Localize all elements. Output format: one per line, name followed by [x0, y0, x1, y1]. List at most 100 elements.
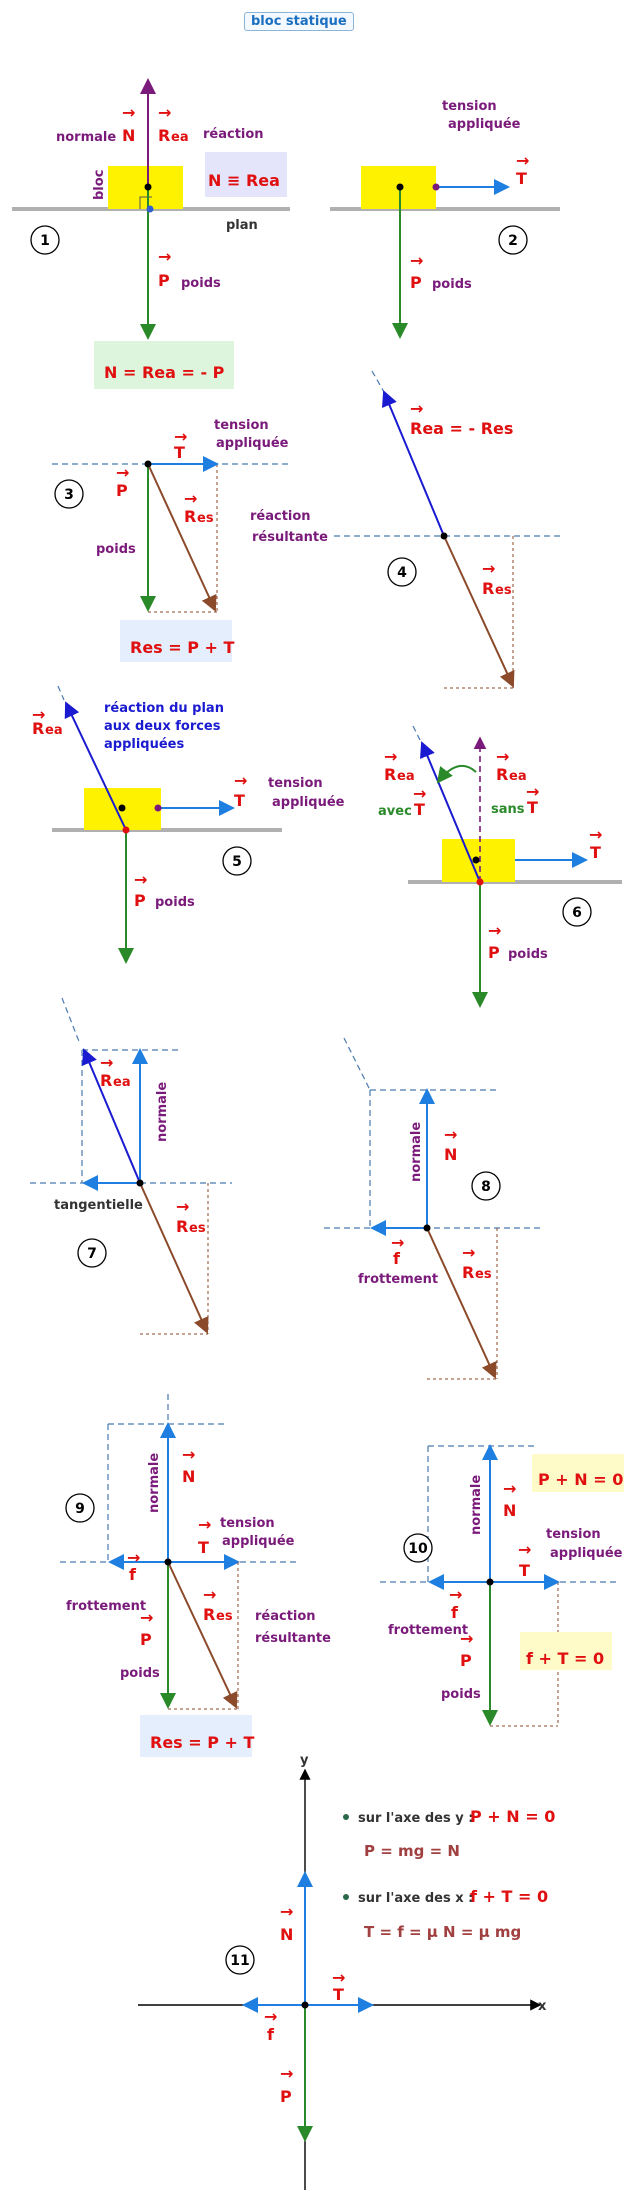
- svg-text:appliquée: appliquée: [216, 436, 289, 451]
- svg-text:→: →: [516, 151, 529, 170]
- svg-text:→: →: [100, 1053, 113, 1072]
- svg-text:N: N: [280, 1925, 293, 1944]
- svg-text:N: N: [444, 1145, 457, 1164]
- svg-text:→: →: [488, 921, 501, 940]
- svg-text:→: →: [410, 399, 423, 418]
- svg-text:→: →: [280, 1902, 293, 1921]
- eq1-box: N ≡ Rea: [208, 171, 280, 190]
- panel-7: → R ea normale tangentielle 7 → R es: [30, 997, 232, 1335]
- svg-text:→: →: [462, 1243, 475, 1262]
- svg-text:poids: poids: [155, 895, 195, 910]
- svg-text:R: R: [384, 765, 396, 784]
- svg-text:P: P: [460, 1651, 472, 1670]
- svg-text:tension: tension: [268, 776, 323, 791]
- panel-number-9: 9: [75, 1501, 85, 1517]
- svg-text:→: →: [384, 747, 397, 766]
- svg-text:es: es: [216, 1609, 233, 1624]
- svg-text:normale: normale: [469, 1475, 484, 1535]
- panel-5: → R ea réaction du plan aux deux forces …: [32, 685, 345, 964]
- svg-text:P: P: [410, 273, 422, 292]
- svg-text:appliquée: appliquée: [272, 795, 345, 810]
- svg-text:→: →: [449, 1585, 462, 1604]
- eq11-y: P + N = 0: [470, 1807, 555, 1826]
- svg-text:es: es: [189, 1221, 206, 1236]
- svg-text:tangentielle: tangentielle: [54, 1198, 143, 1213]
- svg-text:P: P: [116, 481, 128, 500]
- svg-text:→: →: [589, 825, 602, 844]
- svg-text:P: P: [488, 943, 500, 962]
- svg-text:T: T: [527, 798, 538, 817]
- svg-text:N: N: [182, 1467, 195, 1486]
- svg-text:f: f: [267, 2025, 275, 2044]
- svg-text:R: R: [184, 507, 196, 526]
- panel-number-6: 6: [572, 905, 582, 921]
- svg-text:f: f: [393, 1249, 401, 1268]
- svg-text:→: →: [203, 1585, 216, 1604]
- svg-text:réaction du plan: réaction du plan: [104, 701, 224, 716]
- svg-text:P: P: [280, 2087, 292, 2106]
- svg-text:frottement: frottement: [388, 1623, 468, 1638]
- svg-text:résultante: résultante: [255, 1631, 331, 1646]
- panel-number-3: 3: [64, 487, 74, 503]
- svg-text:N: N: [503, 1501, 516, 1520]
- svg-text:T: T: [414, 800, 425, 819]
- svg-text:→: →: [280, 2064, 293, 2083]
- page-title: bloc statique: [244, 12, 354, 31]
- svg-text:→: →: [482, 559, 495, 578]
- svg-text:frottement: frottement: [358, 1272, 438, 1287]
- svg-text:T: T: [333, 1985, 344, 2004]
- svg-text:appliquées: appliquées: [104, 737, 184, 752]
- svg-text:→: →: [444, 1125, 457, 1144]
- axis-x-label: x: [538, 1999, 547, 2014]
- svg-text:→: →: [158, 103, 171, 122]
- svg-text:f: f: [129, 1565, 137, 1584]
- panel-3: → T tension appliquée 3 → P poids → R es…: [52, 418, 328, 662]
- svg-text:P: P: [158, 271, 170, 290]
- svg-text:→: →: [182, 1445, 195, 1464]
- svg-text:→: →: [496, 747, 509, 766]
- eq4: Rea = - Res: [410, 419, 513, 438]
- svg-text:sans: sans: [491, 802, 525, 817]
- eq11-ylabel: sur l'axe des y :: [358, 1811, 473, 1826]
- svg-text:ea: ea: [397, 769, 415, 784]
- eq11-x2: T = f = μ N = μ mg: [364, 1923, 521, 1941]
- svg-text:appliquée: appliquée: [222, 1534, 295, 1549]
- eq10b: f + T = 0: [526, 1649, 604, 1668]
- svg-text:R: R: [203, 1605, 215, 1624]
- svg-text:→: →: [134, 870, 147, 889]
- svg-text:ea: ea: [171, 130, 189, 145]
- label-bloc: bloc: [92, 170, 107, 200]
- svg-text:T: T: [234, 791, 245, 810]
- svg-text:es: es: [475, 1267, 492, 1282]
- svg-text:tension: tension: [442, 99, 497, 114]
- panel-number-11: 11: [230, 1953, 249, 1969]
- svg-text:T: T: [516, 169, 527, 188]
- eq3: Res = P + T: [130, 638, 235, 657]
- eq9: Res = P + T: [150, 1733, 255, 1752]
- svg-text:ea: ea: [113, 1075, 131, 1090]
- panel-number-8: 8: [481, 1179, 491, 1195]
- label-normale-1: normale: [56, 130, 116, 145]
- svg-text:→: →: [503, 1479, 516, 1498]
- svg-text:ea: ea: [509, 769, 527, 784]
- svg-text:→: →: [127, 1548, 140, 1567]
- eq1-main: N = Rea = - P: [104, 363, 225, 382]
- panel-11: y x → N → T → f → P 11 sur l'axe des y :…: [138, 1753, 555, 2190]
- svg-text:poids: poids: [508, 947, 548, 962]
- svg-text:T: T: [590, 843, 601, 862]
- svg-text:→: →: [116, 463, 129, 482]
- svg-text:T: T: [198, 1538, 209, 1557]
- svg-text:es: es: [197, 511, 214, 526]
- label-plan: plan: [226, 218, 258, 233]
- svg-text:P: P: [134, 891, 146, 910]
- eq11-y2: P = mg = N: [364, 1842, 460, 1860]
- svg-text:T: T: [174, 443, 185, 462]
- svg-text:→: →: [518, 1540, 531, 1559]
- svg-text:R: R: [462, 1263, 474, 1282]
- svg-text:appliquée: appliquée: [550, 1546, 623, 1561]
- svg-text:résultante: résultante: [252, 530, 328, 545]
- svg-text:appliquée: appliquée: [448, 117, 521, 132]
- svg-text:→: →: [332, 1968, 345, 1987]
- eq-box-lavender: [205, 152, 287, 197]
- svg-text:→: →: [140, 1608, 153, 1627]
